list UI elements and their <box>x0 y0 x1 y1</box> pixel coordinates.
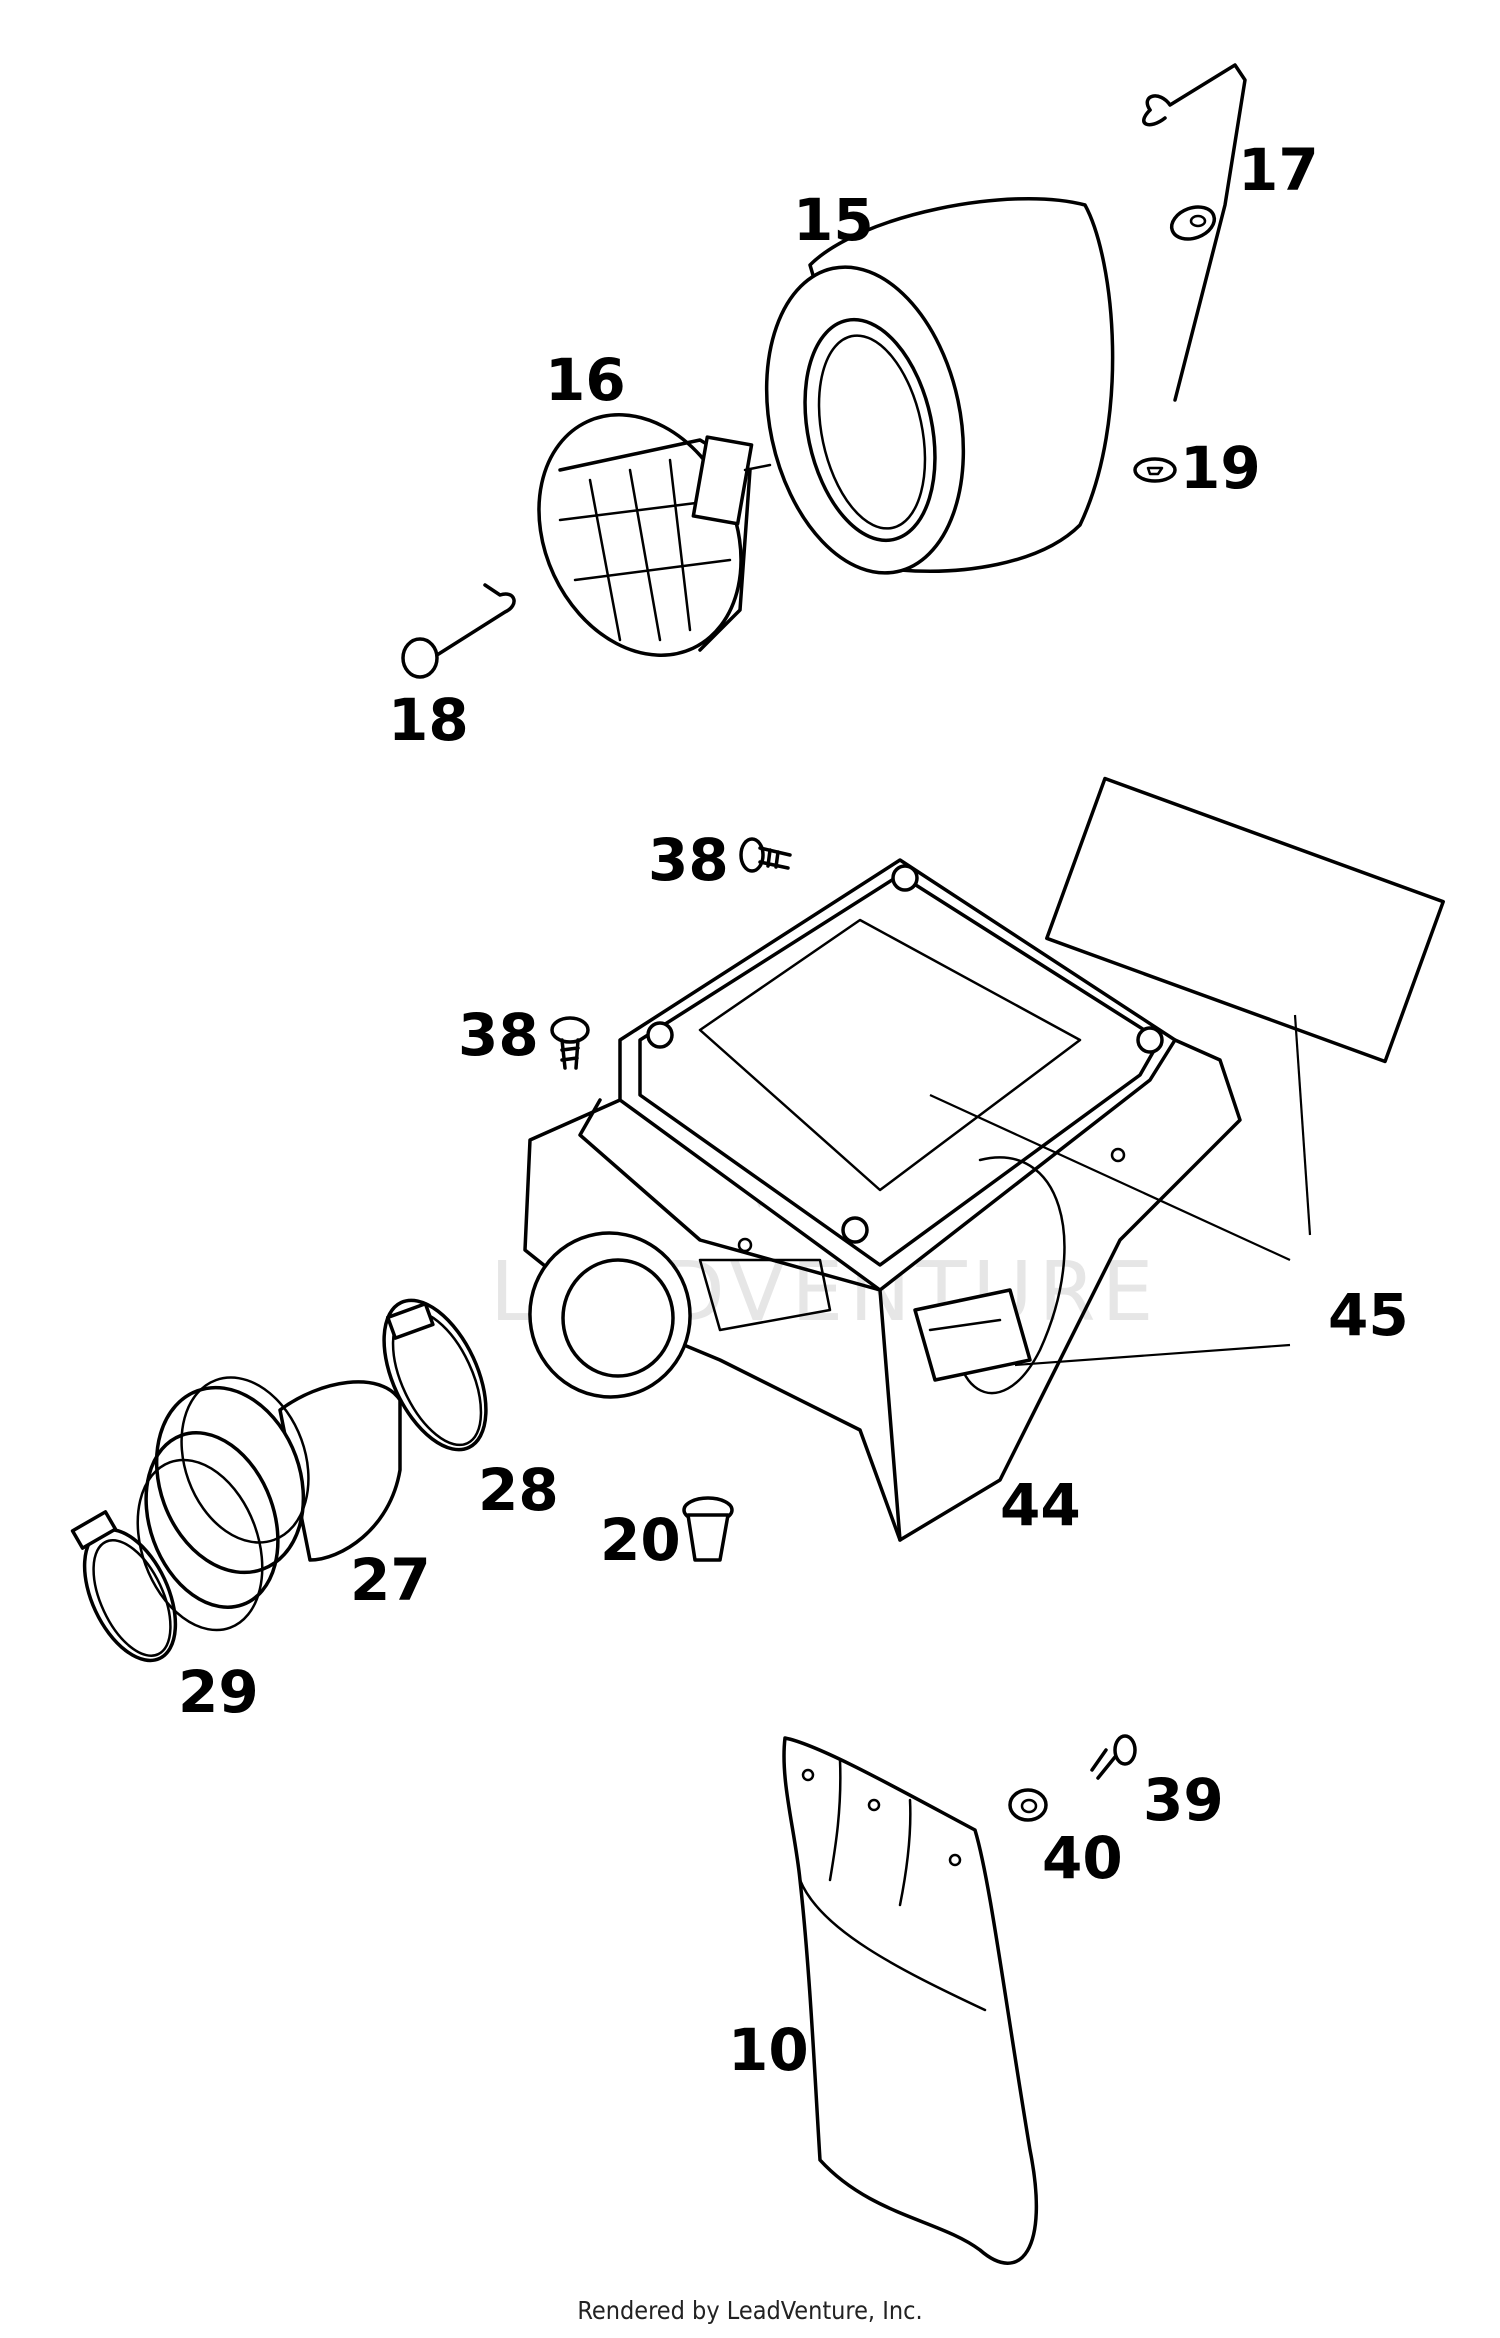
leader-45-a <box>1293 1014 1312 1236</box>
screw-left <box>550 1016 590 1070</box>
hook-pin <box>401 583 516 679</box>
airbox <box>523 858 1242 1542</box>
label-17: 17 <box>1238 136 1319 204</box>
label-18: 18 <box>388 686 469 754</box>
leader-45-c <box>1014 1343 1291 1367</box>
washer <box>1133 457 1177 483</box>
hose-clamp-29 <box>70 1510 178 1663</box>
label-44: 44 <box>1000 1471 1081 1539</box>
screw-39 <box>1090 1734 1137 1780</box>
label-15: 15 <box>793 186 874 254</box>
label-20: 20 <box>600 1506 681 1574</box>
label-38-left: 38 <box>458 1001 539 1069</box>
label-16: 16 <box>545 346 626 414</box>
label-28: 28 <box>478 1456 559 1524</box>
screw-top <box>739 837 792 873</box>
label-29: 29 <box>178 1658 259 1726</box>
label-39: 39 <box>1143 1766 1224 1834</box>
decal-sheet <box>1045 776 1445 1064</box>
label-27: 27 <box>350 1546 431 1614</box>
air-filter-foam <box>764 196 1115 575</box>
drain-plug <box>682 1496 734 1562</box>
label-19: 19 <box>1180 434 1261 502</box>
label-10: 10 <box>728 2016 809 2084</box>
nut-40 <box>1008 1788 1048 1822</box>
intake-boot <box>136 1376 402 1632</box>
retaining-wire <box>1142 63 1247 402</box>
leader-45-b <box>929 1094 1291 1261</box>
label-40: 40 <box>1042 1824 1123 1892</box>
label-45: 45 <box>1328 1281 1409 1349</box>
filter-cage <box>537 413 772 657</box>
label-38-top: 38 <box>648 826 729 894</box>
hose-clamp-28 <box>382 1298 488 1452</box>
mud-flap <box>782 1736 1039 2265</box>
rendered-by-footer: Rendered by LeadVenture, Inc. <box>577 2296 923 2325</box>
